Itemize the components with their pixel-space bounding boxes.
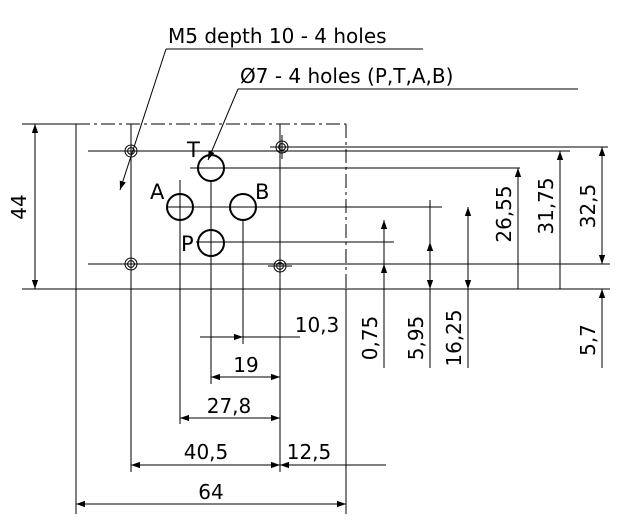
dim-10-3: 10,3 (295, 313, 340, 337)
center-lines (88, 146, 610, 265)
dim-16-25: 16,25 (442, 309, 466, 366)
dim-26-55: 26,55 (492, 185, 516, 242)
right-vertical-dimensions (380, 147, 606, 368)
tapped-hole-top-right (270, 135, 294, 159)
vertical-extension-lines (75, 124, 347, 514)
dim-27-8: 27,8 (207, 394, 252, 418)
callout-port-holes: Ø7 - 4 holes (P,T,A,B) (240, 64, 453, 88)
height-extension-lines (22, 123, 610, 290)
dim-32-5: 32,5 (576, 184, 600, 229)
dim-31-75: 31,75 (534, 177, 558, 234)
port-label-a: A (150, 180, 165, 204)
callout-tapped-holes: M5 depth 10 - 4 holes (168, 24, 387, 48)
dim-12-5: 12,5 (287, 440, 332, 464)
dim-19: 19 (233, 353, 258, 377)
callout-leaders (119, 48, 578, 191)
dim-0-75: 0,75 (358, 316, 382, 361)
dim-height-total: 44 (7, 194, 31, 219)
dim-5-7: 5,7 (576, 324, 600, 356)
dim-5-95: 5,95 (404, 316, 428, 361)
bottom-horizontal-dimensions (76, 333, 386, 508)
port-label-p: P (181, 232, 194, 256)
port-label-b: B (255, 180, 269, 204)
dim-40-5: 40,5 (184, 440, 229, 464)
dim-64: 64 (198, 480, 223, 504)
port-label-t: T (186, 138, 200, 162)
